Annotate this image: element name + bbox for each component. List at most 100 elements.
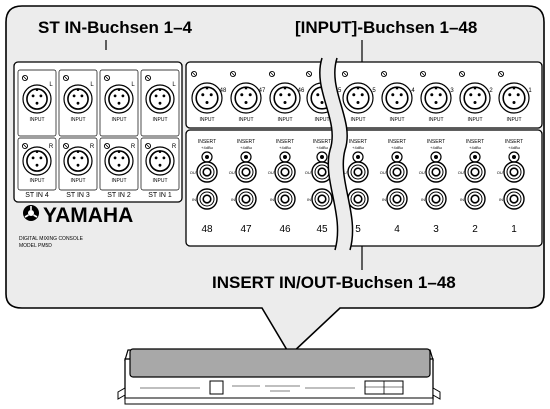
insert-in-jack[interactable]	[386, 188, 408, 210]
svg-text:IN: IN	[270, 197, 274, 202]
insert-jacks: INSERT+4dBuOUTIN48INSERT+4dBuOUTIN47INSE…	[190, 139, 525, 235]
svg-text:+4dBu: +4dBu	[469, 145, 481, 150]
insert-out-jack[interactable]	[425, 161, 447, 183]
svg-text:L: L	[131, 82, 135, 88]
svg-text:+4dBu: +4dBu	[240, 145, 252, 150]
insert-out-jack[interactable]	[196, 161, 218, 183]
svg-text:OUT: OUT	[190, 170, 199, 175]
yamaha-logo-icon	[23, 205, 39, 221]
svg-text:INSERT: INSERT	[276, 139, 294, 145]
st-in-xlr-jack-l[interactable]	[104, 84, 134, 114]
svg-text:INSERT: INSERT	[313, 139, 331, 145]
input-channel-number: 48	[220, 88, 227, 94]
insert-channel-number: 47	[240, 224, 252, 235]
svg-text:IN: IN	[192, 197, 196, 202]
insert-channel-number: 5	[355, 224, 361, 235]
insert-in-jack[interactable]	[425, 188, 447, 210]
svg-text:INSERT: INSERT	[237, 139, 255, 145]
svg-text:INPUT: INPUT	[153, 178, 168, 184]
svg-text:R: R	[49, 144, 54, 150]
svg-text:L: L	[90, 82, 94, 88]
input-xlr-jack[interactable]	[498, 82, 530, 114]
svg-text:INPUT: INPUT	[112, 117, 127, 123]
input-xlr-jack[interactable]	[459, 82, 491, 114]
insert-out-jack[interactable]	[347, 161, 369, 183]
svg-text:L: L	[49, 82, 53, 88]
insert-channel-number: 45	[316, 224, 328, 235]
insert-in-jack[interactable]	[196, 188, 218, 210]
svg-text:IN: IN	[382, 197, 386, 202]
insert-channel-number: 1	[511, 224, 517, 235]
svg-text:INPUT: INPUT	[71, 117, 86, 123]
input-label: [INPUT]-Buchsen 1–48	[295, 18, 478, 37]
input-channel-number: 46	[298, 88, 305, 94]
insert-channel-number: 48	[201, 224, 213, 235]
input-channel-number: 1	[528, 88, 532, 94]
brand-line1: DIGITAL MIXING CONSOLE	[19, 236, 84, 242]
insert-in-jack[interactable]	[503, 188, 525, 210]
svg-text:OUT: OUT	[380, 170, 389, 175]
svg-text:R: R	[172, 144, 177, 150]
svg-text:IN: IN	[421, 197, 425, 202]
insert-in-jack[interactable]	[235, 188, 257, 210]
svg-text:INPUT: INPUT	[429, 117, 444, 123]
input-jacks: 48INPUT47INPUT46INPUT45INPUT5INPUT4INPUT…	[190, 70, 532, 123]
svg-text:+4dBu: +4dBu	[391, 145, 403, 150]
svg-text:INPUT: INPUT	[153, 117, 168, 123]
svg-text:INPUT: INPUT	[278, 117, 293, 123]
input-xlr-jack[interactable]	[230, 82, 262, 114]
st-in-xlr-jack-l[interactable]	[145, 84, 175, 114]
insert-panel	[185, 129, 543, 247]
insert-in-jack[interactable]	[311, 188, 333, 210]
insert-out-jack[interactable]	[274, 161, 296, 183]
svg-text:INPUT: INPUT	[468, 117, 483, 123]
brand-line2: MODEL PM5D	[19, 243, 52, 249]
svg-text:INPUT: INPUT	[71, 178, 86, 184]
insert-out-jack[interactable]	[464, 161, 486, 183]
svg-text:INPUT: INPUT	[30, 117, 45, 123]
st-in-xlr-jack-r[interactable]	[145, 146, 175, 176]
input-xlr-jack[interactable]	[381, 82, 413, 114]
svg-text:+4dBu: +4dBu	[508, 145, 520, 150]
st-in-channel-label: ST IN 1	[148, 192, 172, 199]
st-in-xlr-jack-r[interactable]	[22, 146, 52, 176]
svg-text:INPUT: INPUT	[390, 117, 405, 123]
insert-in-jack[interactable]	[347, 188, 369, 210]
input-xlr-jack[interactable]	[342, 82, 374, 114]
console-illustration	[117, 348, 441, 405]
svg-text:+4dBu: +4dBu	[201, 145, 213, 150]
input-xlr-jack[interactable]	[420, 82, 452, 114]
insert-in-jack[interactable]	[464, 188, 486, 210]
st-in-xlr-jack-r[interactable]	[104, 146, 134, 176]
svg-text:INPUT: INPUT	[112, 178, 127, 184]
svg-text:IN: IN	[499, 197, 503, 202]
insert-out-jack[interactable]	[235, 161, 257, 183]
insert-out-jack[interactable]	[386, 161, 408, 183]
svg-text:+4dBu: +4dBu	[430, 145, 442, 150]
svg-text:R: R	[131, 144, 136, 150]
svg-text:INSERT: INSERT	[466, 139, 484, 145]
svg-text:INSERT: INSERT	[349, 139, 367, 145]
svg-text:OUT: OUT	[458, 170, 467, 175]
svg-text:INSERT: INSERT	[427, 139, 445, 145]
st-in-channel-label: ST IN 3	[66, 192, 90, 199]
svg-text:OUT: OUT	[229, 170, 238, 175]
st-in-xlr-jack-r[interactable]	[63, 146, 93, 176]
svg-text:OUT: OUT	[305, 170, 314, 175]
insert-in-jack[interactable]	[274, 188, 296, 210]
svg-text:R: R	[90, 144, 95, 150]
break-mark	[319, 57, 354, 251]
insert-out-jack[interactable]	[503, 161, 525, 183]
input-xlr-jack[interactable]	[191, 82, 223, 114]
st-in-xlr-jack-l[interactable]	[22, 84, 52, 114]
svg-text:IN: IN	[307, 197, 311, 202]
svg-text:INPUT: INPUT	[507, 117, 522, 123]
input-xlr-jack[interactable]	[269, 82, 301, 114]
input-channel-number: 3	[450, 88, 454, 94]
svg-text:INPUT: INPUT	[30, 178, 45, 184]
svg-text:L: L	[172, 82, 176, 88]
st-in-xlr-jack-l[interactable]	[63, 84, 93, 114]
brand-name: YAMAHA	[43, 204, 133, 227]
svg-text:OUT: OUT	[497, 170, 506, 175]
